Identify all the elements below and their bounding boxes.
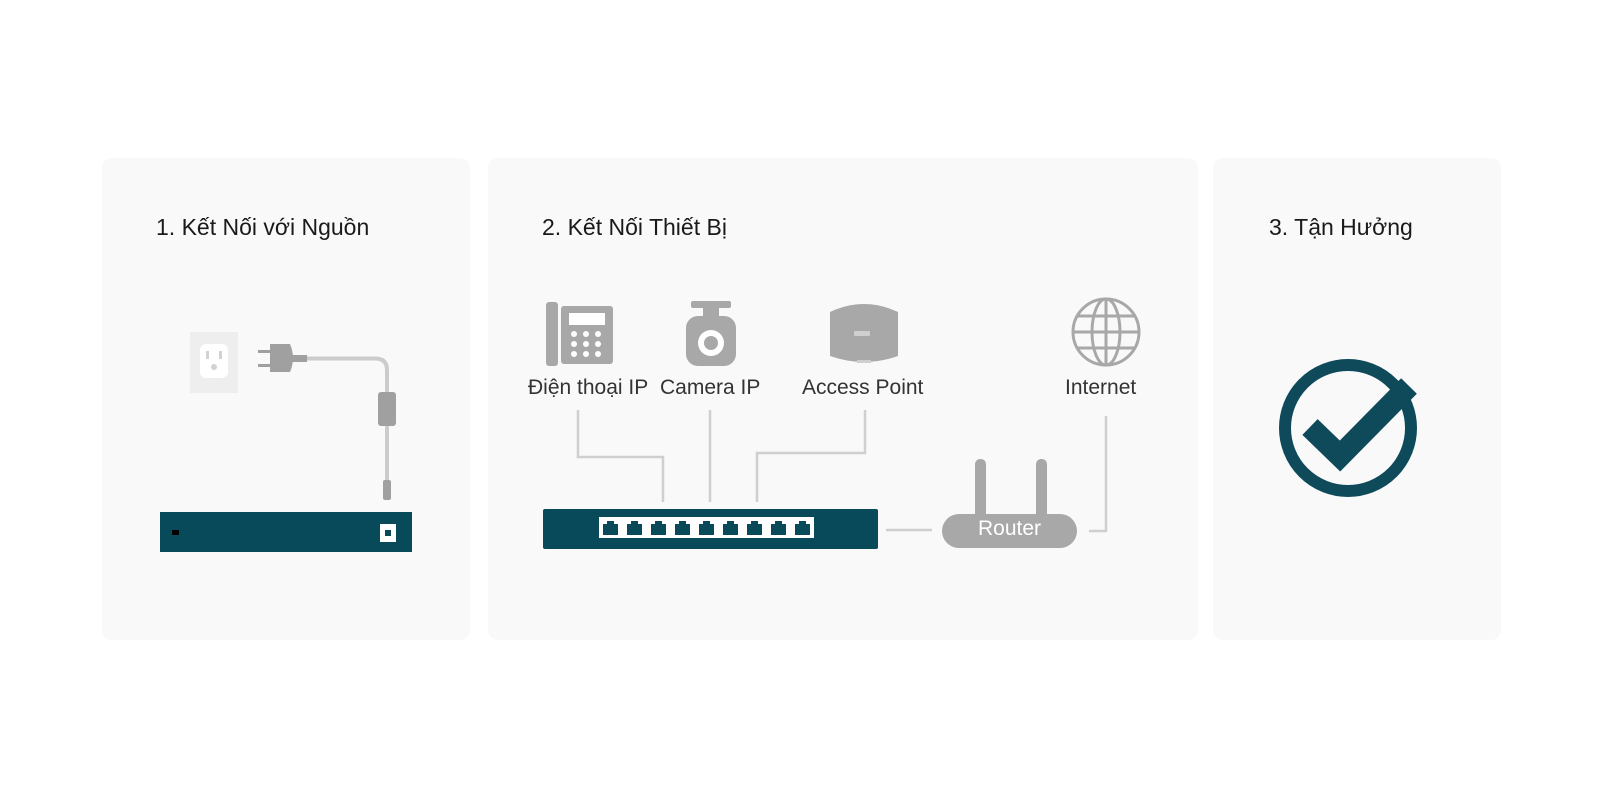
switch-icon xyxy=(543,509,878,549)
step-3-title: 3. Tận Hưởng xyxy=(1269,214,1413,240)
power-plug-icon xyxy=(258,344,307,372)
access-point-label: Access Point xyxy=(802,376,924,399)
ip-camera-label: Camera IP xyxy=(660,376,761,399)
step-2-title: 2. Kết Nối Thiết Bị xyxy=(542,214,727,240)
checkmark-icon xyxy=(1279,359,1417,497)
globe-icon xyxy=(1071,297,1141,367)
step-3-panel xyxy=(1213,158,1501,640)
ip-phone-icon xyxy=(546,302,613,366)
step-2-panel xyxy=(488,158,1198,640)
router-label: Router xyxy=(977,517,1042,540)
connection-lines xyxy=(576,410,1108,533)
internet-label: Internet xyxy=(1065,376,1137,399)
switch-rear-icon xyxy=(160,512,412,552)
router-icon xyxy=(942,459,1077,548)
step-1-panel xyxy=(102,158,470,640)
ip-phone-label: Điện thoại IP xyxy=(528,376,649,399)
step-1-title: 1. Kết Nối với Nguồn xyxy=(156,214,370,240)
access-point-icon xyxy=(830,304,898,363)
power-outlet-icon xyxy=(190,332,238,393)
ip-camera-icon xyxy=(686,301,736,366)
power-cable xyxy=(307,356,396,500)
